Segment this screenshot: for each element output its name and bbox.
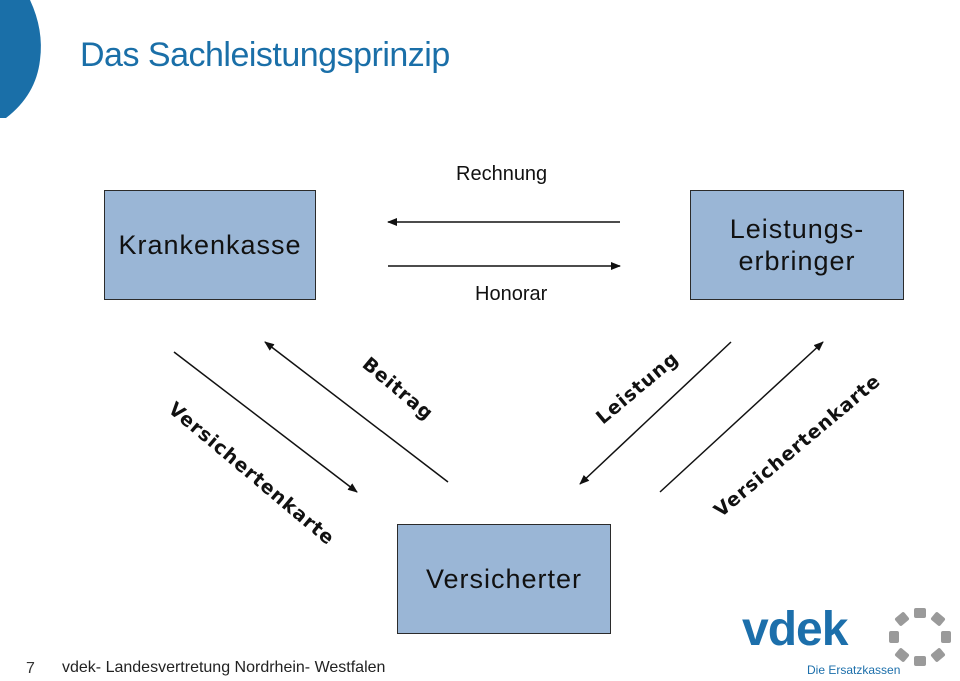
edge-label-rechnung: Rechnung xyxy=(456,163,548,185)
node-versicherter: Versicherter xyxy=(397,524,611,634)
slide-title: Das Sachleistungsprinzip xyxy=(80,36,450,74)
arrow-beitrag xyxy=(264,341,449,483)
slide-accent-shape xyxy=(0,0,41,118)
vdek-logo-word: vdek xyxy=(742,603,848,656)
edge-label-honorar: Honorar xyxy=(475,283,548,305)
arrow-leistung xyxy=(579,341,732,485)
node-krankenkasse: Krankenkasse xyxy=(104,190,316,300)
footer-text: vdek- Landesvertretung Nordrhein- Westfa… xyxy=(62,659,386,676)
vdek-logo-subtitle: Die Ersatzkassen xyxy=(807,663,901,677)
arrow-versichertenkarte-right xyxy=(659,341,824,493)
page-number: 7 xyxy=(26,660,35,677)
node-leistungserbringer: Leistungs- erbringer xyxy=(690,190,904,300)
arrow-versichertenkarte-left xyxy=(173,351,358,493)
vdek-logo-ring-icon xyxy=(889,608,951,666)
